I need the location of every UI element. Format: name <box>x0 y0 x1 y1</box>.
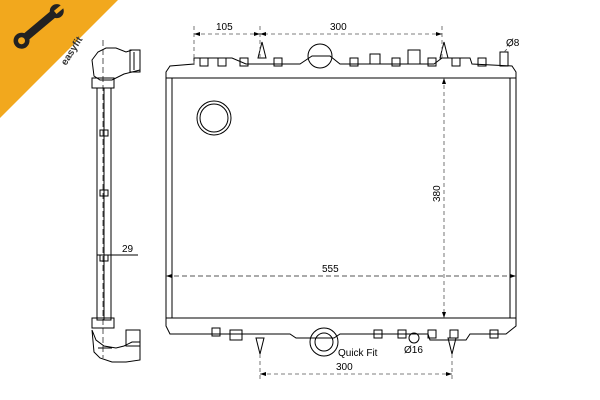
dim-top-mid-label: 300 <box>330 22 347 33</box>
front-top-pin-left <box>257 41 267 59</box>
front-vent-pipe <box>499 51 509 67</box>
front-bottom-tank <box>165 317 517 341</box>
dim-connector-label: Quick Fit <box>338 348 378 359</box>
side-top-inlet <box>129 49 141 73</box>
front-view <box>165 41 517 357</box>
easyfit-badge: easyfit <box>0 0 118 118</box>
side-top-tank <box>91 47 141 81</box>
dim-width-label: 555 <box>322 264 339 275</box>
side-bottom-outlet <box>125 329 141 347</box>
dimension-arrows <box>166 32 516 376</box>
side-depth-label: 29 <box>122 244 134 255</box>
front-top-pin-right <box>439 41 449 59</box>
front-bottom-pin-left <box>255 337 265 355</box>
dim-top-left-label: 105 <box>216 22 233 33</box>
side-lower-bracket <box>91 317 115 329</box>
dim-drain-label: Ø16 <box>404 345 423 356</box>
dimension-lines <box>193 26 511 382</box>
front-drain-plug <box>408 332 420 344</box>
dim-vent-pipe-label: Ø8 <box>506 38 520 49</box>
front-top-filler <box>307 43 333 69</box>
front-bottom-pin-right <box>447 337 457 355</box>
wrench-icon <box>13 4 65 49</box>
front-core <box>165 77 517 319</box>
dim-height-label: 380 <box>432 185 443 202</box>
front-sensor-ring <box>196 100 232 136</box>
side-view <box>91 40 141 363</box>
front-bottom-outlet <box>309 327 339 357</box>
dim-bottom-mid-label: 300 <box>336 362 353 373</box>
front-top-ribs <box>199 49 487 67</box>
